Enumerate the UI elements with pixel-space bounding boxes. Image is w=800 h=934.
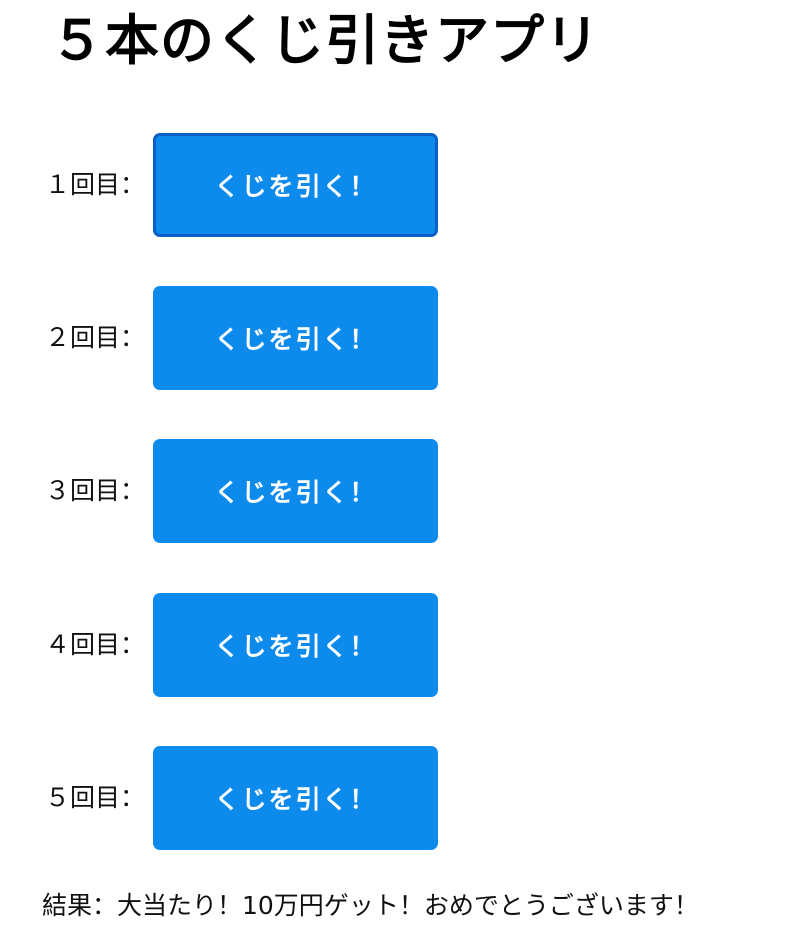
draw-label-5: ５回目： xyxy=(45,783,146,812)
draw-label-1: １回目： xyxy=(45,170,146,199)
draw-label-4: ４回目： xyxy=(45,630,146,659)
draw-row-4: ４回目： くじを引く！ xyxy=(0,593,800,697)
result-text: 結果：大当たり！10万円ゲット！おめでとうございます！ xyxy=(42,891,699,920)
page-title: ５本のくじ引きアプリ xyxy=(50,9,600,72)
draw-row-1: １回目： くじを引く！ xyxy=(0,133,800,237)
draw-button-1[interactable]: くじを引く！ xyxy=(153,133,438,237)
draw-button-4[interactable]: くじを引く！ xyxy=(153,593,438,697)
draw-label-3: ３回目： xyxy=(45,476,146,505)
draw-button-5[interactable]: くじを引く！ xyxy=(153,746,438,850)
draw-button-3[interactable]: くじを引く！ xyxy=(153,439,438,543)
draw-row-5: ５回目： くじを引く！ xyxy=(0,746,800,850)
draw-button-2[interactable]: くじを引く！ xyxy=(153,286,438,390)
draw-row-2: ２回目： くじを引く！ xyxy=(0,286,800,390)
draw-row-3: ３回目： くじを引く！ xyxy=(0,439,800,543)
draw-label-2: ２回目： xyxy=(45,323,146,352)
